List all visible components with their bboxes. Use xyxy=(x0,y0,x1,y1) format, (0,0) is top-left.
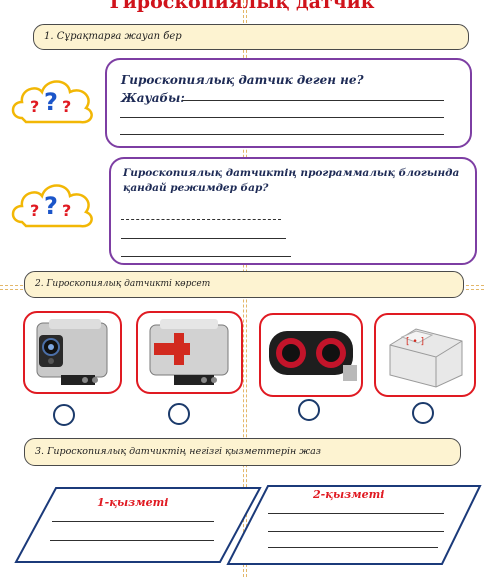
function-1-label: 1-қызметі xyxy=(97,496,169,509)
task3-header: 3. Гироскопиялық датчиктің негізгі қызме… xyxy=(24,438,461,466)
sensor-option-touch[interactable]: [ • ] xyxy=(374,313,476,397)
task1-header: 1. Сұрақтарға жауап бер xyxy=(33,24,469,50)
question-1-text: Гироскопиялық датчик деген не? xyxy=(121,73,364,87)
radio-option-3[interactable] xyxy=(298,399,320,421)
answer-line xyxy=(120,134,444,135)
answer-line xyxy=(268,513,444,514)
sensor-option-ultrasonic[interactable] xyxy=(259,313,363,397)
ultrasonic-sensor-icon xyxy=(269,331,357,381)
answer-1-label: Жауабы: xyxy=(121,91,185,105)
question-cloud-icon: ? ? ? xyxy=(11,80,93,124)
function-2-box xyxy=(226,485,482,565)
radio-option-2[interactable] xyxy=(168,403,190,425)
question-cloud-icon: ? ? ? xyxy=(11,184,93,228)
gyro-sensor-icon xyxy=(149,319,229,385)
question-box-2: Гироскопиялық датчиктің программалық бло… xyxy=(109,157,477,265)
answer-line xyxy=(50,540,214,541)
svg-text:[ • ]: [ • ] xyxy=(406,337,424,347)
answer-line xyxy=(52,521,214,522)
page-title: Гироскопиялық датчик xyxy=(109,0,375,13)
touch-sensor-icon: [ • ] xyxy=(389,328,463,388)
svg-text:?: ? xyxy=(30,97,39,116)
task2-label: 2. Гироскопиялық датчикті көрсет xyxy=(35,279,211,289)
function-1-box xyxy=(14,487,262,563)
radio-option-1[interactable] xyxy=(53,404,75,426)
task3-label: 3. Гироскопиялық датчиктің негізгі қызме… xyxy=(35,446,321,458)
answer-line xyxy=(268,547,438,548)
answer-line xyxy=(182,100,444,101)
svg-text:?: ? xyxy=(62,97,71,116)
svg-text:?: ? xyxy=(44,88,58,116)
answer-line xyxy=(121,238,286,239)
answer-line xyxy=(268,531,444,532)
question-2-line1: Гироскопиялық датчиктің программалық бло… xyxy=(123,167,460,179)
answer-line xyxy=(121,219,281,220)
color-sensor-icon xyxy=(36,319,108,385)
task2-header: 2. Гироскопиялық датчикті көрсет xyxy=(24,271,464,298)
sensor-option-color[interactable] xyxy=(23,311,122,394)
question-2-line2: қандай режимдер бар? xyxy=(123,182,269,194)
function-2-label: 2-қызметі xyxy=(313,488,385,501)
question-box-1: Гироскопиялық датчик деген не? Жауабы: xyxy=(105,58,472,148)
svg-text:?: ? xyxy=(44,192,58,220)
svg-text:?: ? xyxy=(30,201,39,220)
sensor-option-gyro[interactable] xyxy=(136,311,243,394)
svg-text:?: ? xyxy=(62,201,71,220)
task1-label: 1. Сұрақтарға жауап бер xyxy=(44,31,182,42)
answer-line xyxy=(120,117,444,118)
radio-option-4[interactable] xyxy=(412,402,434,424)
answer-line xyxy=(121,256,291,257)
